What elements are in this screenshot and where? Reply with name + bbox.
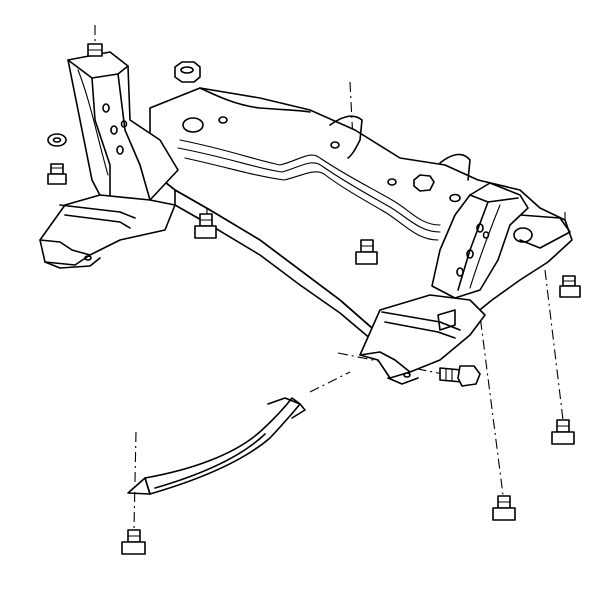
- washer-icon: [47, 133, 67, 147]
- brace-bar: [127, 397, 306, 495]
- bolt-icon: [559, 275, 581, 298]
- bolt-icon: [492, 495, 516, 521]
- left-tower: [39, 51, 179, 269]
- fasteners: [47, 43, 581, 555]
- bolt-icon: [194, 213, 217, 239]
- bolt-icon: [121, 529, 146, 555]
- bolt-icon: [47, 163, 67, 185]
- nut-icon: [413, 174, 435, 192]
- bolt-icon: [355, 239, 378, 265]
- bolt-icon: [87, 43, 103, 57]
- bolt-icon: [551, 419, 575, 445]
- right-tower: [359, 182, 529, 385]
- bolt-icon: [439, 365, 481, 387]
- nut-icon: [174, 61, 201, 83]
